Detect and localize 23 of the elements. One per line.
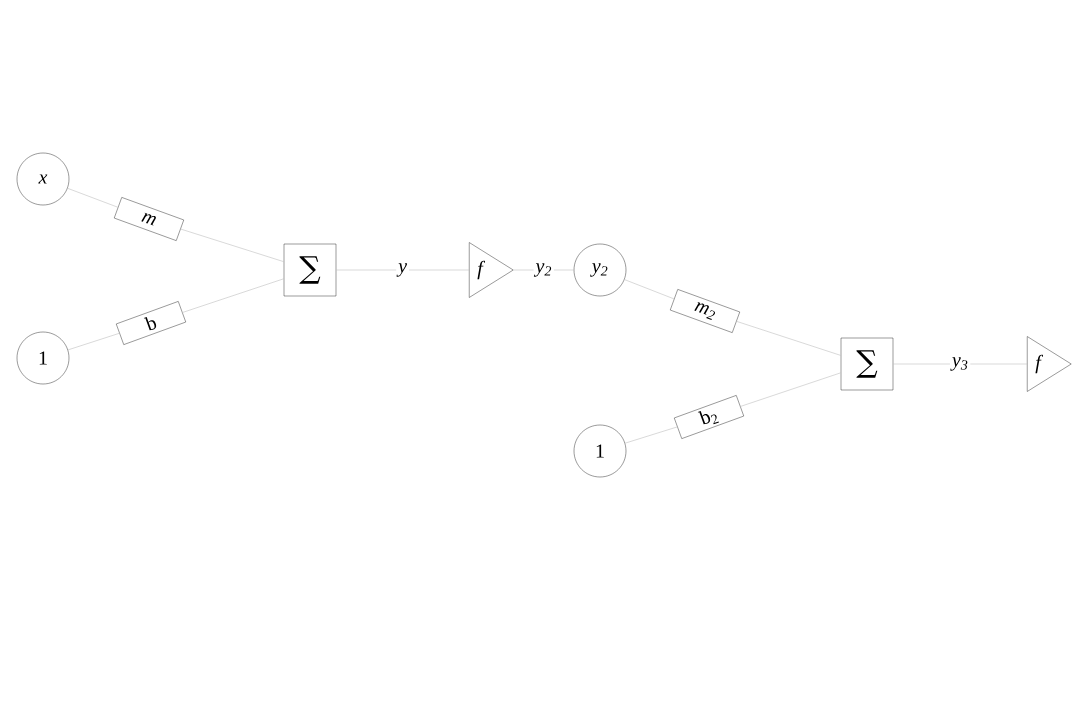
circle-node: 1: [16, 331, 70, 385]
connector-line: [740, 372, 842, 407]
weight-box: b$_{2}$: [674, 395, 744, 439]
connector-line: [736, 321, 842, 356]
activation-triangle: f: [1027, 336, 1072, 392]
summation-box: ∑: [283, 243, 337, 297]
connector-line: [182, 278, 285, 313]
connector-line: [67, 332, 120, 351]
weight-box: m: [114, 197, 184, 241]
edge-label: y$_{3}$: [949, 355, 971, 373]
edge-label: y$_{2}$: [533, 261, 554, 279]
edge-label: y: [396, 261, 410, 279]
connector-line: [67, 187, 119, 208]
connector-line: [624, 426, 678, 444]
circle-node: y$_{2}$: [573, 243, 627, 297]
circle-node: x: [16, 152, 70, 206]
connector-line: [624, 279, 675, 300]
weight-box: b: [116, 301, 186, 345]
weight-box: m$_{2}$: [670, 289, 740, 333]
circle-node: 1: [573, 424, 627, 478]
activation-triangle: f: [469, 242, 514, 298]
connector-line: [180, 228, 285, 262]
summation-box: ∑: [840, 337, 894, 391]
